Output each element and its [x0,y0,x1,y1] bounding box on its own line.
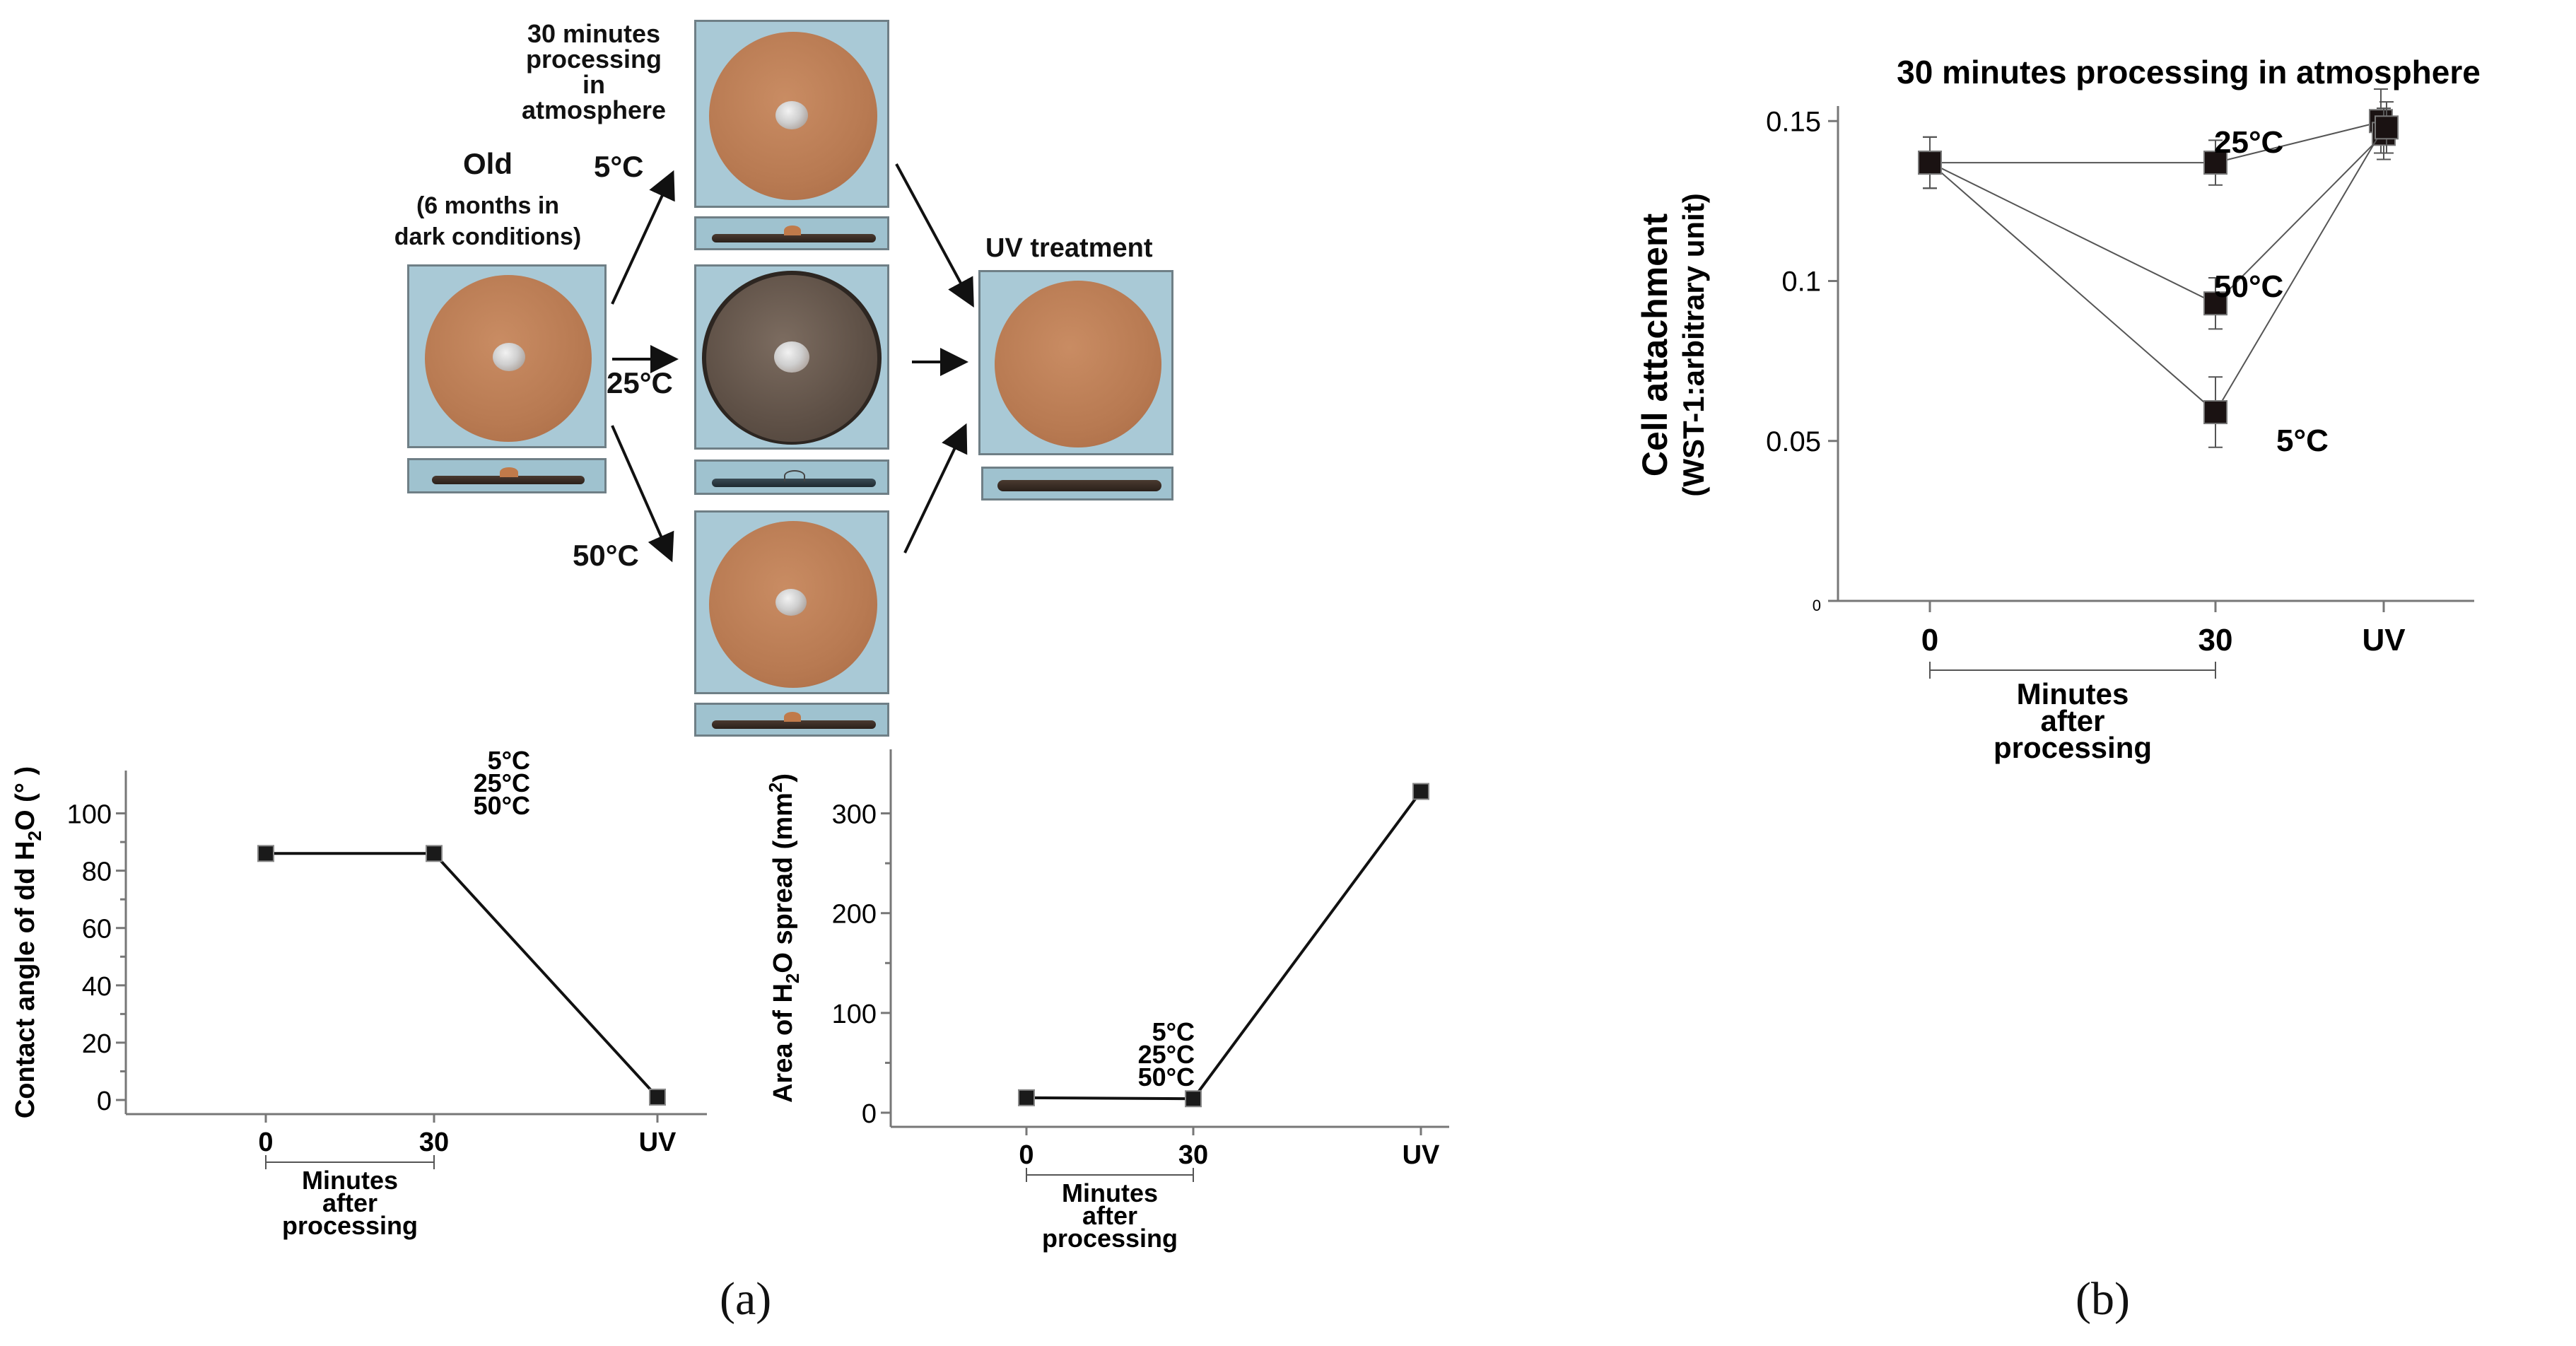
bracket-label: processing [1042,1224,1178,1253]
process-arrows [611,163,974,563]
data-point [2203,151,2227,175]
x-tick-label: UV [1403,1140,1440,1170]
y-tick-label: 100 [67,800,112,830]
x-tick-label: 0 [1921,623,1938,657]
processing-line-1: 30 minutes [527,19,661,48]
data-point [2203,400,2227,425]
uv-treatment-title: UV treatment [985,233,1153,263]
processing-line-2: processing [525,45,662,74]
side-view-25c [694,460,889,495]
bracket-label: Minutes [2017,677,2129,710]
arrow-to-5c [611,170,675,305]
data-point [1185,1090,1202,1108]
data-point [257,845,274,862]
series-line [266,852,659,1099]
processing-line-4: atmosphere [521,95,667,124]
bracket-label: processing [282,1211,418,1240]
old-subtitle-1: (6 months in [416,192,560,219]
sample-photo-50c [694,510,889,694]
y-axis-label: Cell attachment [1635,213,1675,477]
data-point [649,1088,666,1106]
side-view-uv [981,467,1173,501]
bracket-label: processing [1994,731,2152,764]
old-subtitle-2: dark conditions) [394,223,582,250]
x-tick-label: 30 [2199,623,2233,657]
bracket-label: after [1082,1201,1137,1230]
bracket-label: Minutes [1062,1178,1158,1207]
series-label: 25°C [2214,125,2283,160]
sample-photo-25c [694,264,889,450]
series-line [1930,120,2384,164]
temp-label-50c: 50°C [573,539,639,572]
x-tick-label: 30 [1178,1140,1208,1170]
x-tick-label: UV [639,1128,677,1157]
x-tick-label: 0 [258,1128,273,1157]
side-view-5c [694,216,889,250]
series-line [1026,790,1422,1101]
series-label: 50°C [2214,269,2283,304]
old-side-view [407,458,607,493]
temp-annotation: 50°C [474,791,530,820]
bracket-label: after [2040,704,2104,737]
temp-annotation: 50°C [1138,1063,1195,1092]
y-axis-label-2: (WST-1:arbitrary unit) [1677,193,1710,496]
y-tick-label: 0 [1813,597,1821,614]
y-tick-label: 0.1 [1781,267,1821,298]
bracket-label: after [322,1188,377,1217]
panel-a-label: (a) [720,1273,772,1325]
y-axis-label: Contact angle of dd H2O (° ) [11,766,45,1118]
data-point [1018,1089,1035,1106]
arrow-to-50c [611,425,674,563]
side-view-50c [694,703,889,737]
data-point [2203,291,2227,316]
y-axis-label: Area of H2O spread (mm2) [765,773,803,1103]
temp-annotation: 5°C [1152,1017,1195,1046]
series-label: 5°C [2276,423,2329,458]
arrow-5c-to-uv [895,163,974,308]
x-tick-label: 30 [419,1128,449,1157]
y-tick-label: 20 [82,1029,112,1059]
data-point [1918,151,1942,175]
series-line [1929,133,2384,305]
chart-title: 30 minutes processing in atmosphere [1897,54,2481,90]
data-point [2375,115,2399,140]
y-tick-label: 0 [862,1099,877,1129]
old-sample-photo [407,264,607,448]
series-line [1929,127,2384,414]
data-point [426,845,443,862]
temp-annotation: 5°C [488,746,530,775]
y-tick-label: 200 [832,900,877,930]
y-tick-label: 40 [82,972,112,1002]
temp-label-5c: 5°C [594,150,644,183]
arrow-50c-to-uv [903,423,968,554]
y-tick-label: 0 [97,1087,112,1116]
y-tick-label: 80 [82,858,112,887]
x-tick-label: 0 [1019,1140,1034,1170]
processing-line-3: in [582,70,605,99]
temp-annotation: 25°C [474,768,530,797]
panel-b-label: (b) [2076,1273,2130,1325]
y-tick-label: 100 [832,1000,877,1029]
y-tick-label: 300 [832,800,877,830]
y-tick-label: 60 [82,915,112,944]
temp-annotation: 25°C [1138,1040,1195,1069]
old-title: Old [463,147,513,180]
data-point [1412,783,1429,800]
y-tick-label: 0.05 [1766,426,1821,457]
x-tick-label: UV [2362,623,2406,657]
y-tick-label: 0.15 [1766,106,1821,137]
sample-photo-5c [694,20,889,208]
cell-attachment-chart: 30 minutes processing in atmosphere 0 0.05… [1635,54,2481,764]
sample-photo-uv [978,270,1173,455]
bracket-label: Minutes [302,1166,398,1195]
